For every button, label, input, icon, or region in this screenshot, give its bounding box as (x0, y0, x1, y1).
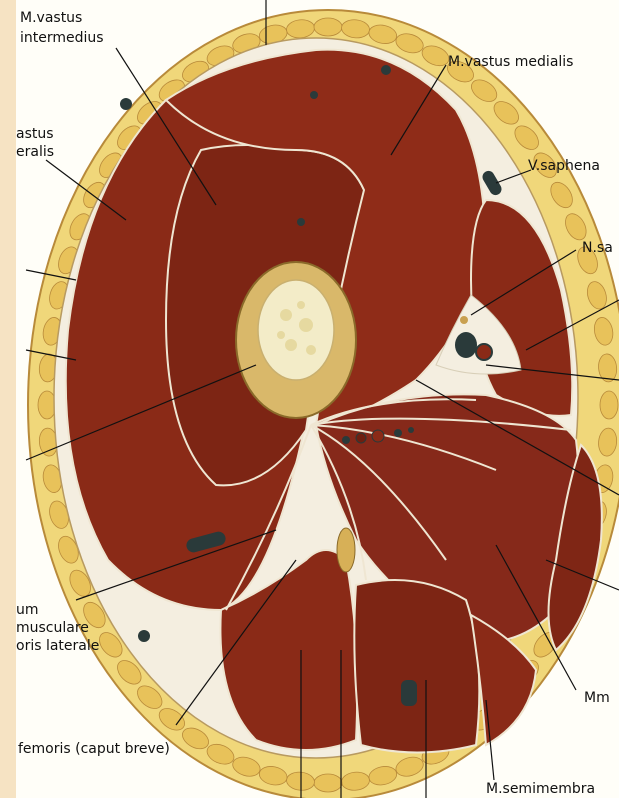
label-vastus-medialis: M.vastus medialis (448, 54, 573, 70)
fat-lobule (314, 774, 342, 792)
label-septum-3: oris laterale (16, 638, 99, 654)
posterior-vessel (401, 680, 417, 706)
fat-lobule (600, 391, 618, 419)
semitendinosus-muscle (354, 580, 479, 753)
label-septum-2: musculare (16, 620, 89, 636)
label-n-saphenus: N.sa (582, 240, 613, 256)
femur-marrow (258, 280, 334, 380)
saphenous-nerve (460, 316, 468, 324)
label-septum-1: um (16, 602, 39, 618)
femoral-artery (455, 332, 477, 358)
anatomy-plate: M.vastus intermedius M.vastus medialis a… (16, 0, 619, 798)
muscle-vessel-2 (297, 218, 305, 226)
label-semimembranosus: M.semimembra (486, 781, 595, 797)
label-v-saphena: V.saphena (528, 158, 600, 174)
thigh-cross-section (16, 0, 619, 798)
label-mm: Mm (584, 690, 610, 706)
muscle-vessel-1 (310, 91, 318, 99)
sciatic-nerve (337, 528, 355, 572)
femoral-vein (476, 344, 492, 360)
label-vastus-lateralis-1: astus (16, 126, 54, 142)
cutaneous-vessel-3 (138, 630, 150, 642)
label-biceps-femoris: femoris (caput breve) (18, 741, 170, 757)
label-vastus-intermedius-1: M.vastus (20, 10, 82, 26)
cutaneous-vessel-1 (120, 98, 132, 110)
label-vastus-intermedius-2: intermedius (20, 30, 104, 46)
cutaneous-vessel-2 (381, 65, 391, 75)
label-vastus-lateralis-2: eralis (16, 144, 54, 160)
fat-lobule (314, 18, 342, 36)
